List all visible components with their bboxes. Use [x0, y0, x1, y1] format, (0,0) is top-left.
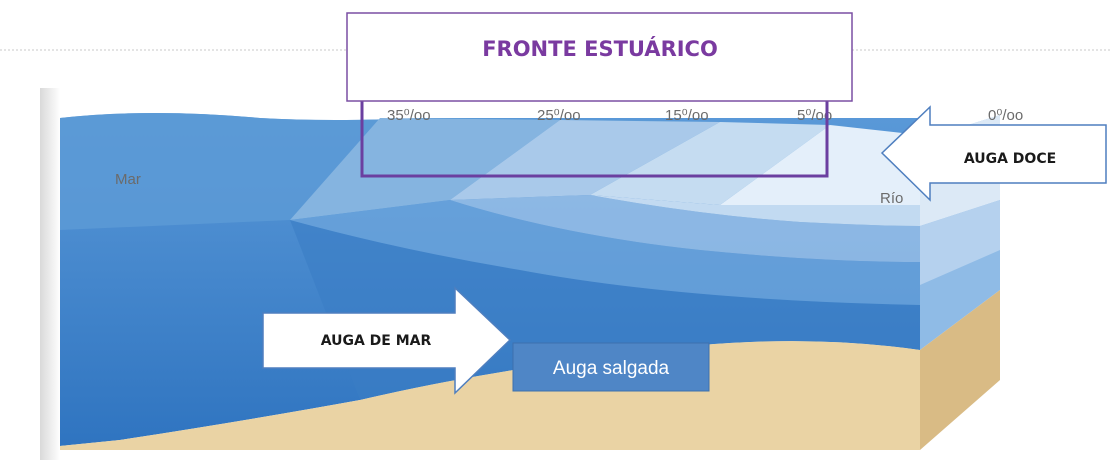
- salinity-label-25: 25⁰/oo: [537, 107, 581, 124]
- title-text: FRONTE ESTUÁRICO: [482, 36, 718, 61]
- river-side-mid: [920, 200, 1000, 285]
- seawater-arrow: [262, 286, 512, 395]
- sea-label: Mar: [115, 171, 141, 188]
- salinity-label-35: 35⁰/oo: [387, 107, 431, 124]
- saltwater-box: [512, 342, 710, 392]
- sand-side-face: [920, 290, 1000, 450]
- mid-layer-2: [450, 195, 920, 262]
- salinity-label-0: 0⁰/oo: [988, 107, 1023, 124]
- title-box: [346, 12, 853, 102]
- scan-edge: [40, 88, 60, 460]
- salinity-label-15: 15⁰/oo: [665, 107, 709, 124]
- saltwater-box-label: Auga salgada: [553, 358, 670, 379]
- salinity-zone-25: [450, 120, 720, 200]
- salinity-label-5: 5⁰/oo: [797, 107, 832, 124]
- seawater-arrow-label: AUGA DE MAR: [321, 333, 432, 349]
- salinity-zone-5: [720, 125, 920, 205]
- mid-layer-1: [290, 200, 920, 305]
- freshwater-arrow-label: AUGA DOCE: [964, 151, 1056, 167]
- river-label: Río: [880, 190, 903, 207]
- freshwater-arrow: [880, 105, 1107, 202]
- mid-layer-3: [590, 195, 920, 226]
- salinity-zone-15: [590, 122, 830, 205]
- salinity-zone-35: [290, 118, 560, 220]
